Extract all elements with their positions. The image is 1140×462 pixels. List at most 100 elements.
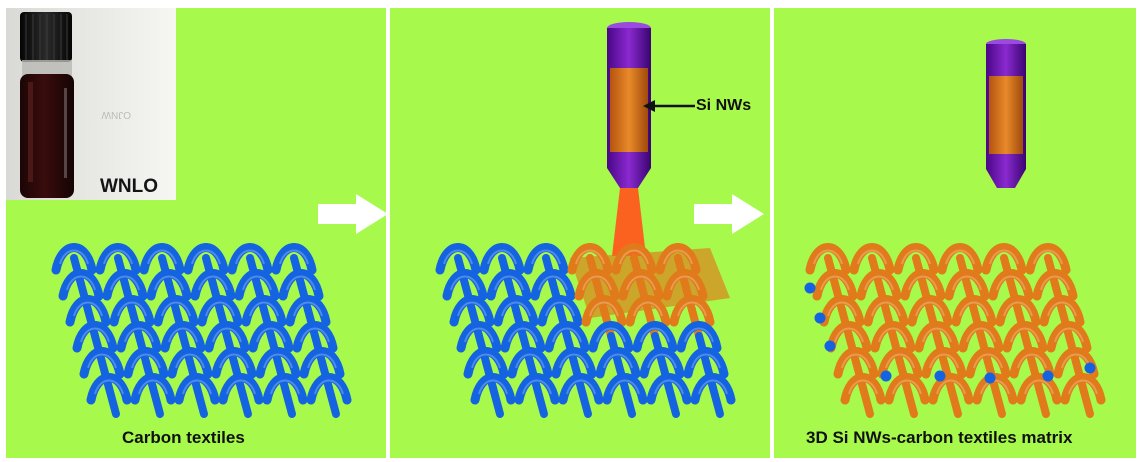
right-arrow-icon	[318, 194, 386, 234]
fiber-arc	[463, 347, 509, 379]
fiber-highlight	[996, 275, 1026, 291]
fiber-arc	[819, 295, 865, 327]
fiber-highlight	[545, 301, 575, 317]
fiber-arc	[662, 269, 708, 301]
fiber-arc	[160, 321, 206, 353]
fiber-arc	[530, 269, 576, 301]
fiber-highlight	[582, 275, 612, 291]
fiber-arc	[921, 347, 967, 379]
fiber-highlight	[147, 249, 177, 265]
fiber-arc	[153, 295, 199, 327]
fiber-arc	[299, 347, 345, 379]
fiber-arc	[86, 373, 132, 405]
fiber-arc	[167, 347, 213, 379]
annotation-arrow	[643, 100, 695, 112]
fiber-warp	[281, 384, 296, 418]
fiber-arc	[602, 373, 648, 405]
fiber-arc	[1060, 373, 1106, 405]
fiber-warp	[193, 384, 208, 418]
fiber-arc	[190, 269, 236, 301]
fiber-end-dot	[824, 340, 836, 352]
fiber-arc	[611, 243, 657, 275]
fiber-warp	[533, 384, 548, 418]
fiber-arc	[1002, 321, 1048, 353]
fiber-highlight	[663, 249, 693, 265]
fiber-highlight	[198, 275, 228, 291]
fiber-warp	[665, 384, 680, 418]
fiber-highlight	[494, 275, 524, 291]
fiber-arc	[65, 295, 111, 327]
fiber-highlight	[677, 301, 707, 317]
fiber-highlight	[922, 327, 952, 343]
fiber-arc	[523, 243, 569, 275]
carbon-textile-mesh	[51, 243, 352, 418]
fiber-warp	[903, 384, 918, 418]
fiber-warp	[1035, 384, 1050, 418]
fiber-arc	[183, 243, 229, 275]
fiber-highlight	[684, 327, 714, 343]
fiber-highlight	[959, 301, 989, 317]
fiber-warp	[489, 384, 504, 418]
fiber-arc	[241, 295, 287, 327]
fiber-end-dot	[880, 370, 892, 382]
fiber-arc	[1016, 373, 1062, 405]
fiber-highlight	[538, 275, 568, 291]
fiber-highlight	[596, 327, 626, 343]
fiber-arc	[805, 243, 851, 275]
fiber-highlight	[857, 249, 887, 265]
fiber-highlight	[691, 353, 721, 369]
fiber-highlight	[242, 275, 272, 291]
fiber-arc	[937, 243, 983, 275]
fiber-arc	[877, 347, 923, 379]
fiber-arc	[581, 295, 627, 327]
fiber-highlight	[566, 379, 596, 395]
fiber-arc	[632, 321, 678, 353]
fiber-highlight	[1010, 327, 1040, 343]
fiber-arc	[988, 269, 1034, 301]
fiber-highlight	[827, 301, 857, 317]
fiber-highlight	[1017, 353, 1047, 369]
fiber-arc	[139, 243, 185, 275]
fiber-warp	[991, 384, 1006, 418]
si-nws-label: Si NWs	[696, 97, 752, 114]
fiber-arc	[558, 373, 604, 405]
fiber-highlight	[1040, 275, 1070, 291]
fiber-arc	[812, 269, 858, 301]
fiber-end-dot	[984, 372, 996, 384]
vial-label-text: WNLO	[100, 176, 159, 197]
fiber-arc	[255, 347, 301, 379]
fiber-arc	[435, 243, 481, 275]
fiber-highlight	[1068, 379, 1098, 395]
fiber-arc	[507, 347, 553, 379]
fiber-arc	[58, 269, 104, 301]
fiber-highlight	[966, 327, 996, 343]
fiber-arc	[1025, 243, 1071, 275]
fiber-arc	[442, 269, 488, 301]
fiber-arc	[928, 373, 974, 405]
fiber-end-dot	[1084, 362, 1096, 374]
fiber-arc	[646, 373, 692, 405]
fiber-highlight	[908, 275, 938, 291]
fiber-highlight	[154, 275, 184, 291]
si-nws-carbon-matrix-panel: 3D Si NWs-carbon textiles matrix	[774, 8, 1136, 458]
fiber-highlight	[952, 275, 982, 291]
fiber-highlight	[279, 249, 309, 265]
fiber-highlight	[820, 275, 850, 291]
fiber-highlight	[478, 379, 508, 395]
fiber-highlight	[256, 327, 286, 343]
fiber-arc	[79, 347, 125, 379]
fiber-highlight	[626, 275, 656, 291]
fiber-arc	[130, 373, 176, 405]
fiber-highlight	[1024, 379, 1054, 395]
fiber-highlight	[871, 301, 901, 317]
fiber-highlight	[552, 327, 582, 343]
fiber-highlight	[464, 327, 494, 343]
fiber-arc	[1009, 347, 1055, 379]
fiber-arc	[493, 295, 539, 327]
fiber-highlight	[522, 379, 552, 395]
fiber-arc	[204, 321, 250, 353]
fiber-arc	[146, 269, 192, 301]
fiber-arc	[884, 373, 930, 405]
fiber-arc	[449, 295, 495, 327]
fiber-highlight	[936, 379, 966, 395]
